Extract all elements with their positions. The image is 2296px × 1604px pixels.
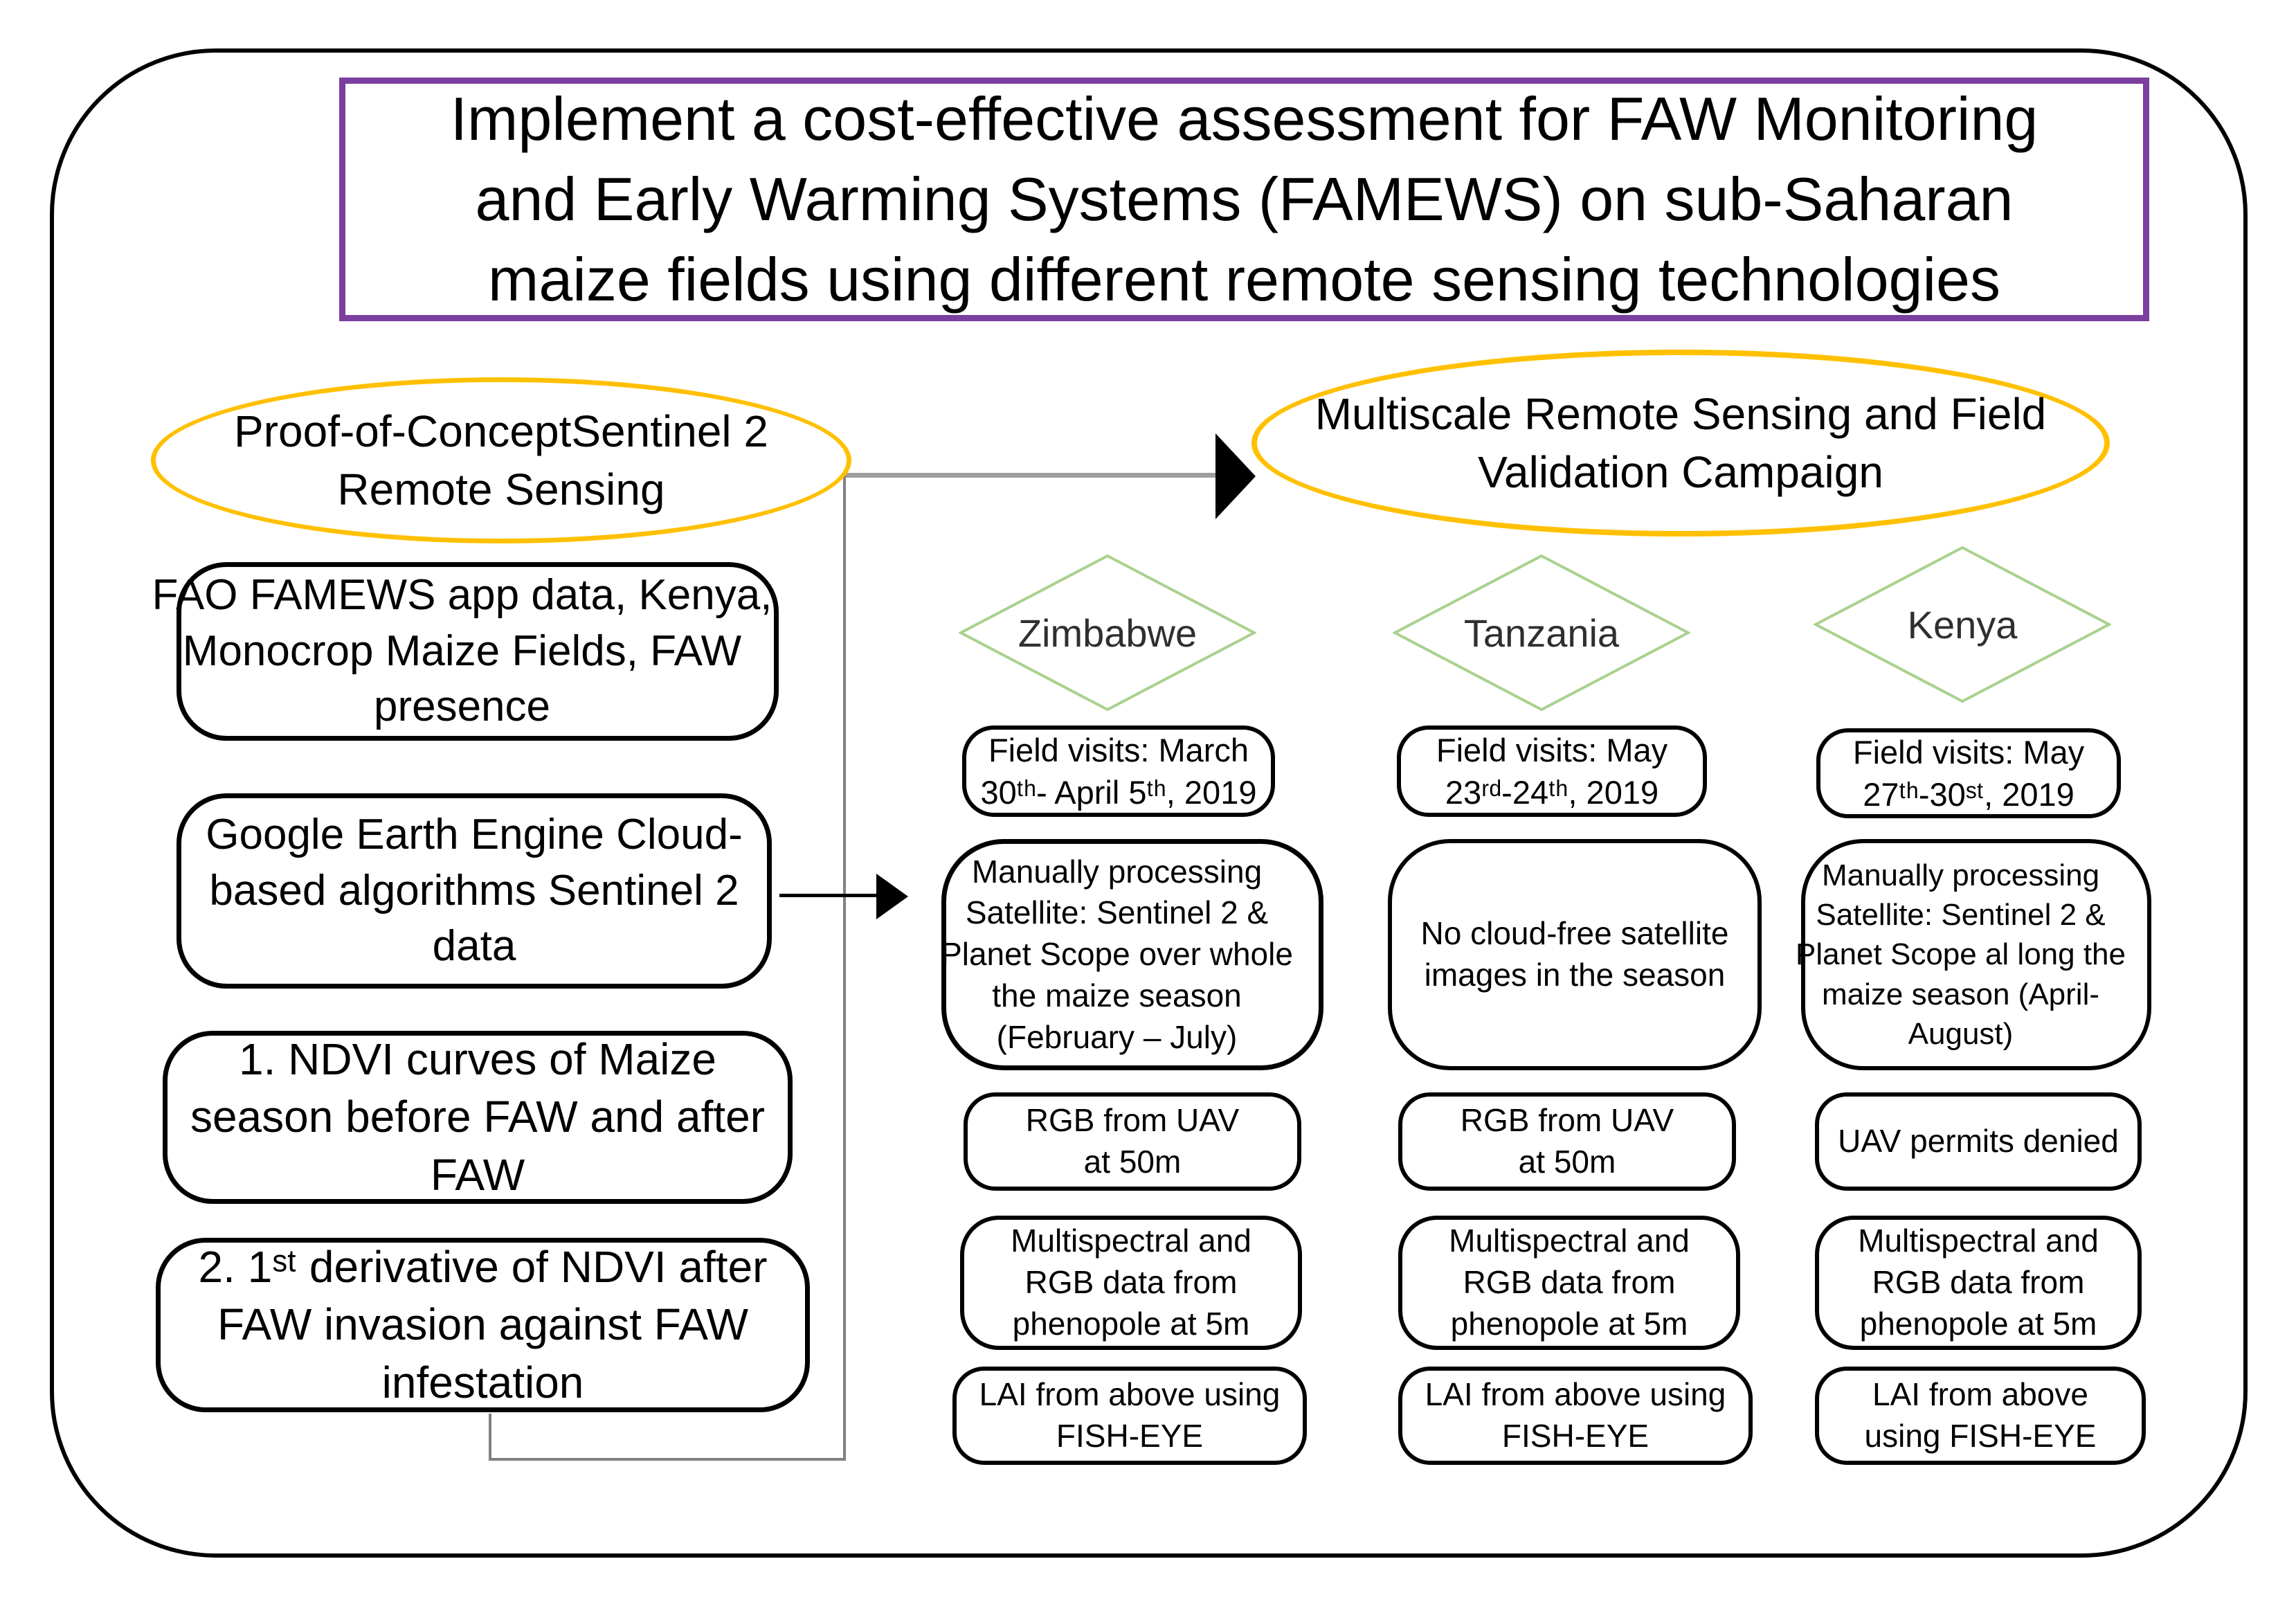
diamond-zimbabwe-label: Zimbabwe [1018,611,1197,655]
zimbabwe-satellite-box: Manually processing Satellite: Sentinel … [941,839,1323,1070]
campaign-label: Multiscale Remote Sensing and Field Vali… [1314,388,2047,497]
diamond-shape-icon [1814,546,2111,703]
box-fao-famews-data: FAO FAMEWS app data, Kenya, Monocrop Mai… [152,562,779,741]
proof-of-concept-label: Proof-of-ConceptSentinel 2 Remote Sensin… [234,406,768,514]
kenya-satellite-label: Manually processing Satellite: Sentinel … [1795,858,2126,1051]
zimbabwe-field-visits-box: Field visits: March 30ᵗʰ- April 5ᵗʰ, 201… [962,726,1275,817]
tanzania-lai-box: LAI from above using FISH-EYE [1398,1367,1753,1465]
tanzania-phenopole-box: Multispectral and RGB data from phenopol… [1398,1216,1740,1350]
tanzania-satellite-box: No cloud-free satellite images in the se… [1388,839,1762,1070]
zimbabwe-phenopole-label: Multispectral and RGB data from phenopol… [1011,1223,1251,1342]
kenya-lai-box: LAI from above using FISH-EYE [1815,1367,2146,1465]
box-google-earth-engine-label: Google Earth Engine Cloud-based algorith… [206,811,743,971]
zimbabwe-satellite-label: Manually processing Satellite: Sentinel … [941,853,1293,1055]
box-google-earth-engine: Google Earth Engine Cloud-based algorith… [177,793,772,989]
tanzania-phenopole-label: Multispectral and RGB data from phenopol… [1449,1223,1690,1342]
connector-bottom-horizontal-line [489,1458,846,1461]
diamond-tanzania-label: Tanzania [1463,611,1620,655]
proof-of-concept-ellipse: Proof-of-ConceptSentinel 2 Remote Sensin… [151,377,851,543]
diamond-zimbabwe: Zimbabwe [959,554,1256,712]
zimbabwe-phenopole-box: Multispectral and RGB data from phenopol… [960,1216,1302,1350]
kenya-phenopole-box: Multispectral and RGB data from phenopol… [1815,1216,2142,1350]
zimbabwe-uav-box: RGB from UAV at 50m [964,1092,1301,1191]
arrowhead-to-campaign-ellipse-icon [1215,433,1256,519]
box-ndvi-curves: 1. NDVI curves of Maize season before FA… [163,1031,793,1204]
box-first-derivative-label: 2. 1ˢᵗ derivative of NDVI after FAW inva… [198,1242,768,1407]
diamond-shape-icon [1393,554,1690,712]
kenya-lai-label: LAI from above using FISH-EYE [1864,1376,2097,1454]
tanzania-lai-label: LAI from above using FISH-EYE [1425,1376,1726,1454]
diamond-kenya-label: Kenya [1907,602,2018,647]
tanzania-satellite-label: No cloud-free satellite images in the se… [1420,915,1729,993]
kenya-uav-label: UAV permits denied [1838,1123,2119,1160]
tanzania-uav-label: RGB from UAV at 50m [1460,1102,1674,1180]
diagram-title-box: Implement a cost-effective assessment fo… [339,78,2149,321]
box-first-derivative: 2. 1ˢᵗ derivative of NDVI after FAW inva… [156,1238,810,1412]
zimbabwe-uav-label: RGB from UAV at 50m [1025,1102,1240,1180]
diamond-shape-icon [959,554,1256,712]
campaign-ellipse: Multiscale Remote Sensing and Field Vali… [1251,350,2110,537]
kenya-satellite-box: Manually processing Satellite: Sentinel … [1796,839,2151,1070]
arrow-google-to-zimbabwe-line [779,894,878,897]
diamond-tanzania: Tanzania [1393,554,1690,712]
zimbabwe-field-visits-label: Field visits: March 30ᵗʰ- April 5ᵗʰ, 201… [980,731,1257,811]
diamond-kenya: Kenya [1814,546,2111,703]
kenya-phenopole-label: Multispectral and RGB data from phenopol… [1858,1223,2099,1342]
box-fao-famews-label: FAO FAMEWS app data, Kenya, Monocrop Mai… [152,571,772,731]
kenya-uav-box: UAV permits denied [1815,1092,2142,1191]
zimbabwe-lai-label: LAI from above using FISH-EYE [979,1376,1281,1454]
kenya-field-visits-box: Field visits: May 27ᵗʰ-30ˢᵗ, 2019 [1816,728,2121,818]
connector-stub-from-derivative-box-line [489,1414,491,1461]
tanzania-uav-box: RGB from UAV at 50m [1398,1092,1736,1191]
box-ndvi-curves-label: 1. NDVI curves of Maize season before FA… [190,1034,766,1200]
tanzania-field-visits-label: Field visits: May 23ʳᵈ-24ᵗʰ, 2019 [1436,731,1668,811]
kenya-field-visits-label: Field visits: May 27ᵗʰ-30ˢᵗ, 2019 [1852,733,2085,813]
arrowhead-google-to-zimbabwe-icon [876,874,908,919]
connector-ellipse-to-ellipse-line [843,473,1220,478]
connector-vertical-return-line [843,473,846,1461]
tanzania-field-visits-box: Field visits: May 23ʳᵈ-24ᵗʰ, 2019 [1397,726,1707,817]
zimbabwe-lai-box: LAI from above using FISH-EYE [952,1367,1307,1465]
diagram-title-text: Implement a cost-effective assessment fo… [450,84,2039,314]
